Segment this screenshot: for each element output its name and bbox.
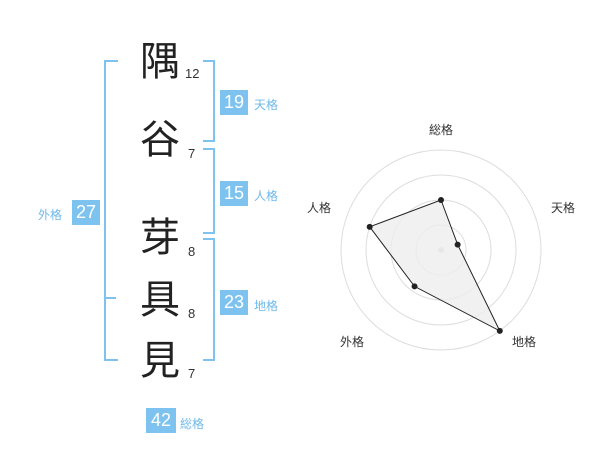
radar-point-1 <box>454 241 461 248</box>
radar-point-4 <box>366 223 373 230</box>
jinkaku-bracket <box>203 148 215 234</box>
stroke-count-2: 7 <box>188 146 196 161</box>
radar-grid-ring <box>340 149 542 351</box>
chikaku-value: 23 <box>220 290 248 315</box>
chikaku-bracket <box>203 238 215 361</box>
radar-grid-ring <box>365 174 517 326</box>
chikaku-label: 地格 <box>254 299 279 313</box>
radar-label-soukaku: 総格 <box>429 122 453 137</box>
radar-label-tenkaku: 天格 <box>551 200 575 215</box>
radar-label-chikaku: 地格 <box>512 334 536 349</box>
tenkaku-value: 19 <box>220 90 248 115</box>
radar-polygon <box>368 199 501 333</box>
jinkaku-value: 15 <box>220 181 248 206</box>
stroke-count-5: 7 <box>188 366 196 381</box>
name-char-5: 見 <box>140 338 180 384</box>
name-char-4: 具 <box>140 277 180 323</box>
jinkaku-label: 人格 <box>254 189 279 203</box>
outer-bracket <box>104 60 118 361</box>
name-char-2: 谷 <box>140 117 180 163</box>
radar-point-0 <box>438 197 444 203</box>
name-char-1: 隅 <box>140 39 180 85</box>
radar-label-gaikaku: 外格 <box>340 334 364 349</box>
stroke-count-1: 12 <box>185 66 200 81</box>
tenkaku-bracket <box>203 60 215 142</box>
gaikaku-value: 27 <box>72 200 100 225</box>
soukaku-value: 42 <box>146 408 176 433</box>
stroke-count-3: 8 <box>188 244 196 259</box>
radar-label-jinkaku: 人格 <box>307 200 331 215</box>
stroke-count-4: 8 <box>188 306 196 321</box>
tenkaku-label: 天格 <box>254 98 279 112</box>
gaikaku-label: 外格 <box>38 208 63 222</box>
soukaku-label: 総格 <box>180 417 205 431</box>
name-char-3: 芽 <box>140 215 180 261</box>
outer-bracket-divider <box>104 297 116 299</box>
radar-point-2 <box>496 327 503 334</box>
radar-point-3 <box>411 283 418 290</box>
